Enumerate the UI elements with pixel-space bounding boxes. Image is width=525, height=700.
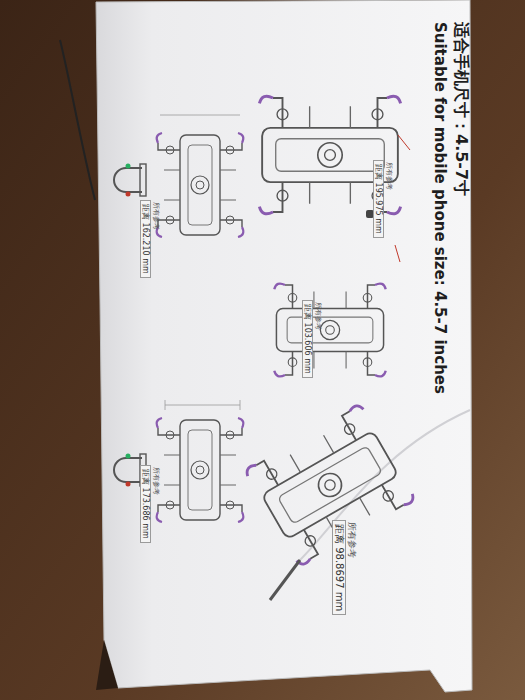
dimension-label: 距离 98.8697 mm	[333, 520, 347, 615]
dimension-label: 距离 103.606 mm	[302, 300, 313, 378]
holder-illustrations	[114, 96, 416, 600]
reference-note: 所有参考	[314, 300, 322, 332]
dimension-label: 距离 162.210 mm	[140, 200, 151, 278]
dimension-label: 距离 195.975 mm	[373, 160, 384, 238]
reference-note: 所有参考	[152, 200, 160, 232]
reference-note: 所有参考	[347, 520, 357, 560]
heading: 适合手机尺寸：4.5-7寸	[452, 22, 470, 196]
cable	[60, 40, 95, 200]
dimension-label: 距离 173.686 mm	[140, 465, 151, 543]
subheading: Suitable for mobile phone size: 4.5-7 in…	[431, 22, 448, 394]
box-shadow	[96, 640, 118, 690]
reference-note: 所有参考	[385, 160, 393, 192]
reference-note: 所有参考	[152, 465, 160, 497]
product-box	[96, 0, 472, 692]
